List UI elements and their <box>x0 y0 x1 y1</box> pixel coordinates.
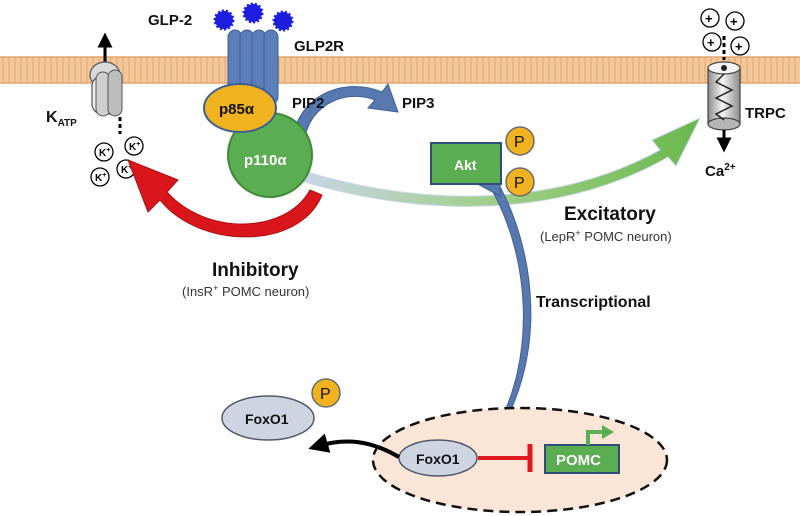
cation-symbols: + + + + <box>700 8 750 56</box>
p85-subunit <box>203 83 277 133</box>
trpc-label: TRPC <box>745 105 786 122</box>
pomc-gene <box>544 425 620 474</box>
nuclear-foxo1-label: FoxO1 <box>416 451 460 467</box>
akt-phospho-2-label: P <box>514 175 525 192</box>
cation: + <box>730 36 750 56</box>
svg-text:+: + <box>735 39 743 54</box>
inhibitory-arrow <box>127 159 323 238</box>
svg-text:+: + <box>707 35 715 50</box>
transcription-start-icon <box>586 430 604 445</box>
inhibitory-label: Inhibitory <box>212 260 299 281</box>
akt-phospho-1 <box>505 126 535 156</box>
k-ion: K+ <box>94 142 114 162</box>
cell-membrane <box>0 56 800 84</box>
p110-label: p110α <box>244 152 287 169</box>
glp2-ligand <box>242 2 264 24</box>
svg-text:K+: K+ <box>99 147 110 159</box>
nuclear-export-arrow <box>308 433 401 459</box>
glp2r-label: GLP2R <box>294 38 344 55</box>
k-ion: K+ <box>90 167 110 187</box>
akt-kinase <box>430 126 535 197</box>
pomc-label: POMC <box>556 452 601 469</box>
excitatory-arrow <box>297 116 702 207</box>
trpc-channel <box>707 36 741 153</box>
akt-phospho-1-label: P <box>514 134 525 151</box>
svg-text:+: + <box>730 14 738 29</box>
pip3-label: PIP3 <box>402 95 435 112</box>
pip2-to-pip3-arrow <box>291 82 399 143</box>
foxo1-phospho <box>311 378 341 408</box>
glp2-label: GLP-2 <box>148 12 192 29</box>
svg-text:K+: K+ <box>95 172 106 184</box>
svg-text:K+: K+ <box>121 164 132 176</box>
cytoplasmic-foxo1 <box>221 395 315 441</box>
excitatory-label: Excitatory <box>564 204 656 225</box>
calcium-label: Ca2+ <box>705 162 736 180</box>
pi3k-complex <box>203 83 313 198</box>
akt-label: Akt <box>454 157 477 173</box>
cation: + <box>702 32 722 52</box>
foxo1-phospho-label: P <box>320 386 331 403</box>
glp2-ligands <box>213 2 294 32</box>
transcriptional-label: Transcriptional <box>536 294 651 311</box>
nuclear-foxo1 <box>398 439 478 477</box>
glp2-ligand <box>272 10 294 32</box>
p85-label: p85α <box>219 101 255 118</box>
katp-channel <box>89 32 123 134</box>
cation: + <box>700 8 720 28</box>
k-ion: K+ <box>124 136 144 156</box>
potassium-ions: K+ K+ K+ K+ <box>90 136 144 187</box>
inhibitory-sublabel: (InsR+ POMC neuron) <box>182 283 309 299</box>
foxo1-represses-pomc <box>478 444 533 472</box>
pip2-label: PIP2 <box>292 95 325 112</box>
akt-phospho-2 <box>505 167 535 197</box>
cytoplasmic-foxo1-label: FoxO1 <box>245 411 289 427</box>
svg-text:+: + <box>705 11 713 26</box>
excitatory-sublabel: (LepR+ POMC neuron) <box>540 228 672 244</box>
cation: + <box>725 11 745 31</box>
glp2-ligand <box>213 9 235 31</box>
svg-text:K+: K+ <box>129 141 140 153</box>
katp-label: KATP <box>46 109 77 129</box>
